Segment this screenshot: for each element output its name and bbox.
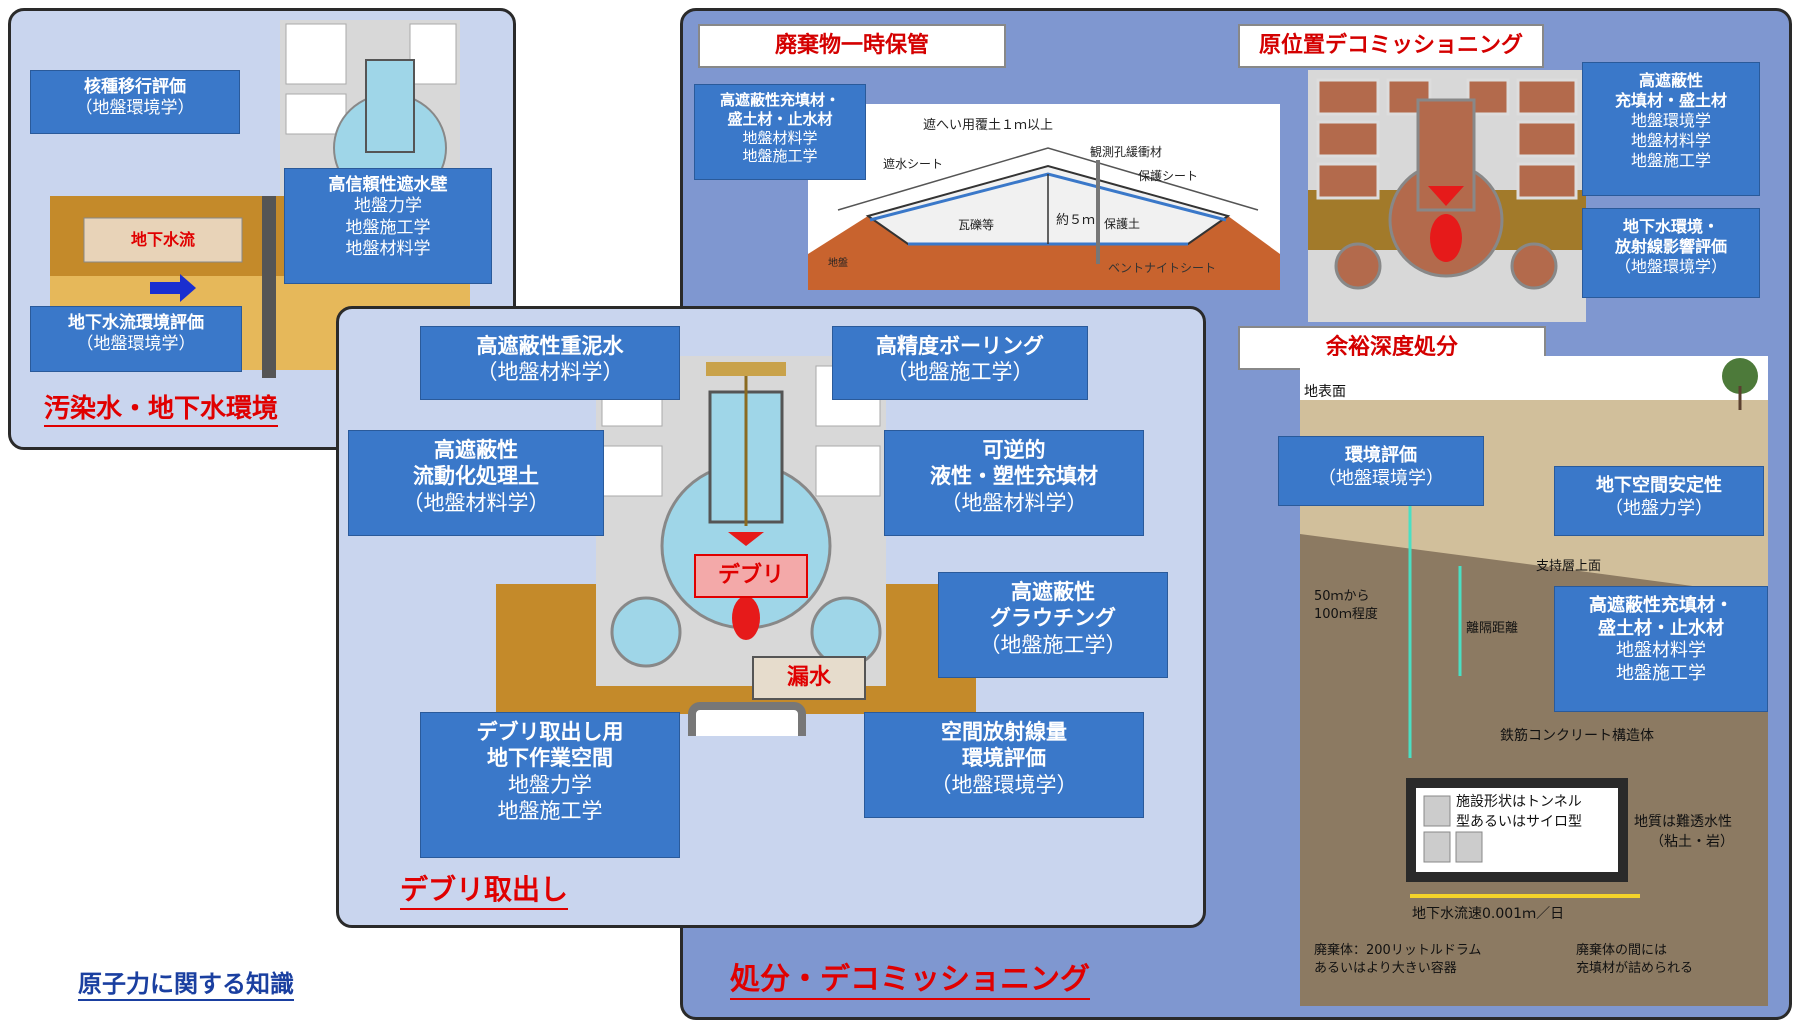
- contam-box-nuclide: 核種移行評価 （地盤環境学）: [30, 70, 240, 134]
- debris-title: デブリ取出し: [400, 868, 569, 910]
- label-bentonite: ベントナイトシート: [1108, 261, 1216, 275]
- label-facility2: 型あるいはサイロ型: [1456, 814, 1582, 830]
- debris-box-mud: 高遮蔽性重泥水 （地盤材料学）: [420, 326, 680, 400]
- label-protect-sheet: 保護シート: [1138, 168, 1198, 183]
- label-geology1: 地質は難透水性: [1634, 814, 1732, 830]
- margin-box-stability: 地下空間安定性 （地盤力学）: [1554, 466, 1764, 536]
- label-concrete: 鉄筋コンクリート構造体: [1500, 727, 1654, 744]
- insitu-box-fill: 高遮蔽性 充填材・盛土材 地盤環境学 地盤材料学 地盤施工学: [1582, 62, 1760, 196]
- insitu-reactor-diagram: [1308, 70, 1586, 322]
- label-rubble: 瓦礫等: [958, 217, 994, 232]
- debris-box-reversible: 可逆的 液性・塑性充填材 （地盤材料学）: [884, 430, 1144, 536]
- label-sheet: 遮水シート: [883, 156, 943, 171]
- debris-box-radiation: 空間放射線量 環境評価 （地盤環境学）: [864, 712, 1144, 818]
- label-buffer: 緩衝材: [1126, 145, 1162, 159]
- label-observe: 観測孔: [1090, 145, 1126, 159]
- label-waste1: 廃棄体：200リットルドラム: [1314, 942, 1481, 958]
- debris-box-workspace: デブリ取出し用 地下作業空間 地盤力学 地盤施工学: [420, 712, 680, 858]
- label-surface: 地表面: [1304, 384, 1346, 400]
- label-cover: 遮へい用覆土１ｍ以上: [923, 117, 1053, 133]
- label-depth2: 100ｍ程度: [1314, 606, 1378, 622]
- label-soil: 保護土: [1104, 216, 1140, 231]
- debris-box-grouting: 高遮蔽性 グラウチング （地盤施工学）: [938, 572, 1168, 678]
- insitu-box-groundwater: 地下水環境・ 放射線影響評価 （地盤環境学）: [1582, 208, 1760, 298]
- margin-box-environment: 環境評価 （地盤環境学）: [1278, 436, 1484, 506]
- contam-box-flow: 地下水流環境評価 （地盤環境学）: [30, 306, 242, 372]
- label-flow: 地下水流速0.001ｍ／日: [1412, 906, 1564, 922]
- temp-storage-heading: 廃棄物一時保管: [698, 24, 1006, 68]
- disposal-title: 処分・デコミッショニング: [730, 954, 1090, 1000]
- label-separation: 離隔距離: [1466, 621, 1518, 636]
- label-fill2: 充填材が詰められる: [1576, 960, 1693, 976]
- label-ground: 地盤: [828, 256, 848, 269]
- debris-label: デブリ: [694, 554, 808, 598]
- debris-box-fluid-soil: 高遮蔽性 流動化処理土 （地盤材料学）: [348, 430, 604, 536]
- label-geology2: （粘土・岩）: [1650, 834, 1734, 850]
- groundwater-label: 地下水流: [130, 230, 195, 249]
- footer-title: 原子力に関する知識: [78, 964, 294, 1001]
- margin-box-fill: 高遮蔽性充填材・ 盛土材・止水材 地盤材料学 地盤施工学: [1554, 586, 1768, 712]
- label-support: 支持層上面: [1536, 559, 1601, 574]
- debris-reactor-diagram: [496, 356, 976, 736]
- label-depth1: 50ｍから: [1314, 589, 1370, 604]
- insitu-heading: 原位置デコミッショニング: [1238, 24, 1544, 68]
- label-height: 約５ｍ: [1056, 213, 1095, 228]
- debris-box-boring: 高精度ボーリング （地盤施工学）: [832, 326, 1088, 400]
- label-waste2: あるいはより大きい容器: [1314, 960, 1457, 976]
- label-facility1: 施設形状はトンネル: [1456, 794, 1582, 810]
- contam-box-wall: 高信頼性遮水壁 地盤力学 地盤施工学 地盤材料学: [284, 168, 492, 284]
- label-fill1: 廃棄体の間には: [1576, 942, 1667, 958]
- temp-storage-box: 高遮蔽性充填材・ 盛土材・止水材 地盤材料学 地盤施工学: [694, 84, 866, 180]
- contamination-title: 汚染水・地下水環境: [44, 388, 279, 427]
- leak-label: 漏水: [752, 656, 866, 700]
- temp-storage-diagram: 遮へい用覆土１ｍ以上 観測孔 緩衝材 遮水シート 保護シート 約５ｍ 瓦礫等 保…: [808, 104, 1280, 290]
